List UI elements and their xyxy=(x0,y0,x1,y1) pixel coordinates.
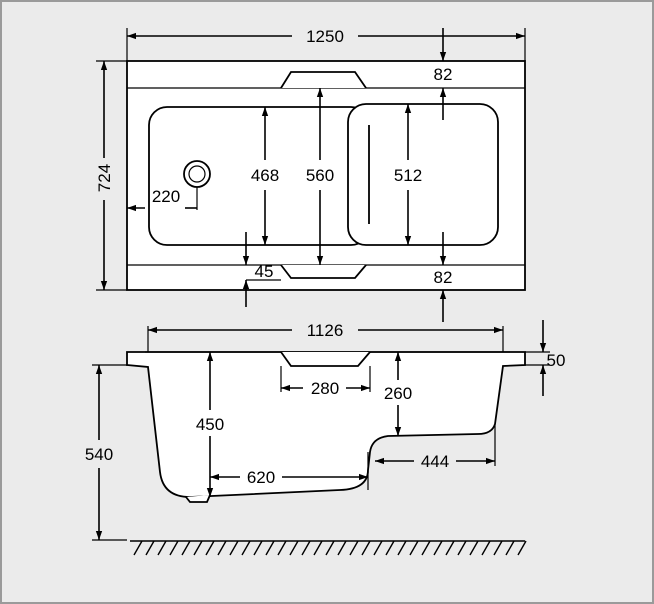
side-dimensions: 1126 50 540 450 620 280 260 xyxy=(85,320,566,541)
floor-hatch xyxy=(133,540,527,556)
waste-outlet-inner-icon xyxy=(188,165,206,183)
label-seat-length: 444 xyxy=(421,452,449,471)
floor-hatch-tick xyxy=(493,540,503,556)
label-rim-bottom: 82 xyxy=(434,268,453,287)
side-grip xyxy=(280,351,371,367)
label-bath-width: 560 xyxy=(306,166,334,185)
floor-hatch-tick xyxy=(217,540,227,556)
plan-grip-top xyxy=(280,71,367,89)
label-step: 280 xyxy=(311,379,339,398)
floor-hatch-tick xyxy=(205,540,215,556)
floor-hatch-tick xyxy=(457,540,467,556)
floor-hatch-tick xyxy=(157,540,167,556)
floor-hatch-tick xyxy=(505,540,515,556)
floor-hatch-tick xyxy=(481,540,491,556)
floor-hatch-tick xyxy=(373,540,383,556)
floor-hatch-tick xyxy=(145,540,155,556)
floor-hatch-tick xyxy=(241,540,251,556)
plan-grip-bottom xyxy=(280,264,367,279)
floor-hatch-tick xyxy=(337,540,347,556)
label-rim-height: 50 xyxy=(547,351,566,370)
label-step-offset: 45 xyxy=(255,262,274,281)
floor-hatch-tick xyxy=(193,540,203,556)
floor-hatch-tick xyxy=(361,540,371,556)
label-seat-depth: 260 xyxy=(384,384,412,403)
label-deep-depth: 450 xyxy=(196,415,224,434)
floor-hatch-tick xyxy=(421,540,431,556)
floor-hatch-tick xyxy=(445,540,455,556)
label-right-basin-width: 512 xyxy=(394,166,422,185)
floor-hatch-tick xyxy=(277,540,287,556)
side-view xyxy=(126,351,527,556)
floor-hatch-tick xyxy=(169,540,179,556)
label-floor-length: 620 xyxy=(247,468,275,487)
label-overall-length: 1250 xyxy=(306,27,344,46)
label-overall-width: 724 xyxy=(95,164,114,192)
label-waste-offset: 220 xyxy=(152,187,180,206)
label-left-basin-width: 468 xyxy=(251,166,279,185)
plan-dimensions: 1250 724 82 82 560 468 512 220 xyxy=(95,27,526,322)
floor-hatch-tick xyxy=(265,540,275,556)
floor-hatch-tick xyxy=(397,540,407,556)
floor-hatch-tick xyxy=(133,540,143,556)
waste-outlet-icon xyxy=(183,160,211,188)
floor-hatch-tick xyxy=(349,540,359,556)
floor-hatch-tick xyxy=(469,540,479,556)
floor-hatch-tick xyxy=(289,540,299,556)
label-overall-height: 540 xyxy=(85,445,113,464)
floor-hatch-tick xyxy=(313,540,323,556)
floor-hatch-tick xyxy=(253,540,263,556)
floor-hatch-tick xyxy=(385,540,395,556)
floor-hatch-tick xyxy=(433,540,443,556)
floor-hatch-tick xyxy=(301,540,311,556)
floor-hatch-tick xyxy=(181,540,191,556)
floor-hatch-tick xyxy=(325,540,335,556)
floor-hatch-tick xyxy=(517,540,527,556)
label-internal-length: 1126 xyxy=(307,321,344,340)
plan-view xyxy=(126,60,526,291)
floor-hatch-tick xyxy=(229,540,239,556)
floor-hatch-tick xyxy=(409,540,419,556)
plan-right-basin xyxy=(347,103,499,246)
side-waste-foot xyxy=(185,494,211,503)
side-outline xyxy=(126,351,526,498)
label-rim-top: 82 xyxy=(434,65,453,84)
